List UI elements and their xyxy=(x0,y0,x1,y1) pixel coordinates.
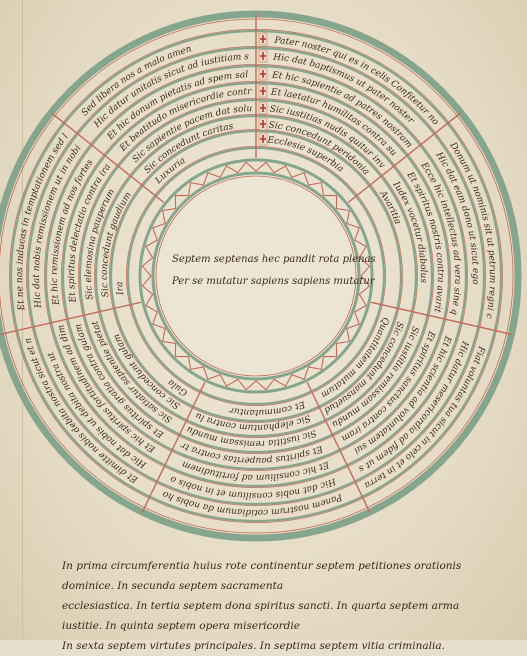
red-crosses xyxy=(258,32,268,146)
red-cross-icon xyxy=(258,49,268,63)
spoke-line xyxy=(50,112,165,203)
inner-green-ring xyxy=(138,158,374,394)
spoke-line xyxy=(347,112,462,203)
center-disc xyxy=(155,175,357,377)
wheel-diagram: Pater noster qui es in celis Confitetur … xyxy=(0,0,522,542)
ring-inscription-text: Et commutantur xyxy=(228,398,307,417)
red-cross-icon xyxy=(258,67,268,81)
caption-line-1: In prima circumferentia huius rote conti… xyxy=(62,560,462,592)
red-cross-icon xyxy=(258,84,268,98)
red-cross-icon xyxy=(258,32,268,46)
ring-inscription-text: Ira xyxy=(115,281,126,296)
spoke-line xyxy=(306,382,371,513)
inner-green-ring xyxy=(151,171,361,381)
spoke-line xyxy=(370,301,512,335)
spoke-line xyxy=(0,301,142,335)
caption-line-2: ecclesiastica. In tertia septem dona spi… xyxy=(62,600,460,632)
ring-inscription: Ira xyxy=(115,281,126,296)
center-line-1: Septem septenas hec pandit rota plenas xyxy=(172,254,376,265)
zigzag-band xyxy=(141,161,371,391)
center-line-2: Per se mutatur sapiens sapiens mutatur xyxy=(171,276,376,287)
ring-inscription: Et commutantur xyxy=(228,398,307,417)
caption-line-3: In sexta septem virtutes principales. In… xyxy=(62,640,445,652)
red-cross-icon xyxy=(258,132,268,146)
caption-block: In prima circumferentia huius rote conti… xyxy=(62,556,502,656)
margin-ruling xyxy=(22,0,23,640)
spoke-line xyxy=(141,382,206,513)
sector-spokes xyxy=(0,14,512,513)
red-cross-icon xyxy=(258,117,268,131)
wheel-center: Septem septenas hec pandit rota plenas P… xyxy=(171,254,376,287)
zigzag-pattern xyxy=(141,161,371,391)
red-cross-icon xyxy=(258,101,268,115)
